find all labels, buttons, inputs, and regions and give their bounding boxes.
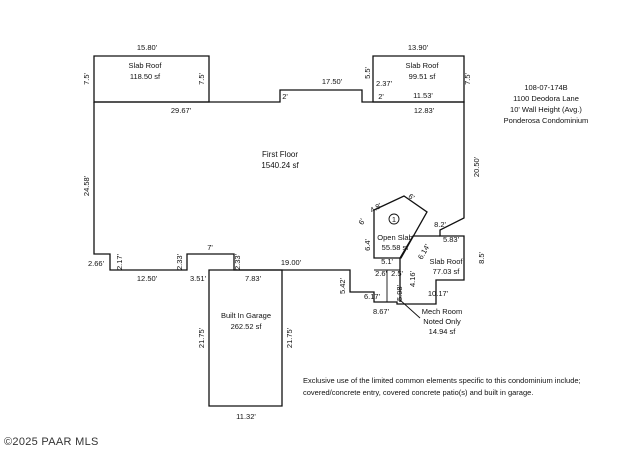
dim-label: 5.98' bbox=[395, 284, 404, 301]
dim-label: 7.83' bbox=[245, 274, 262, 283]
garage-outline bbox=[208, 269, 283, 407]
dim-label: 6' bbox=[357, 217, 368, 227]
wall-height: 10' Wall Height (Avg.) bbox=[510, 105, 582, 114]
dim-label: 2.37' bbox=[376, 79, 393, 88]
dim-label: 24.58' bbox=[82, 175, 91, 196]
dim-label: 21.75' bbox=[197, 327, 206, 348]
dim-label: 10.17' bbox=[428, 289, 449, 298]
dim-label: 2' bbox=[378, 92, 384, 101]
slab-roof-top-right-area: 99.51 sf bbox=[409, 72, 437, 81]
open-slab-area: 55.58 sf bbox=[382, 243, 410, 252]
dim-label: 2.33' bbox=[233, 253, 242, 270]
dim-label: 8.2' bbox=[434, 220, 446, 229]
property-address: 1100 Deodora Lane bbox=[513, 94, 579, 103]
dim-label: 5.5' bbox=[363, 67, 372, 79]
dim-label: 2' bbox=[282, 92, 288, 101]
dim-label: 6.4' bbox=[363, 239, 372, 251]
mech-room-note: Noted Only bbox=[423, 317, 461, 326]
condo-name: Ponderosa Condominium bbox=[503, 116, 589, 125]
dim-label: 15.80' bbox=[137, 43, 158, 52]
dim-label: 5.42' bbox=[338, 277, 347, 294]
slab-roof-left-name: Slab Roof bbox=[129, 61, 163, 70]
dim-label: 19.00' bbox=[281, 258, 302, 267]
mech-room-area: 14.94 sf bbox=[429, 327, 457, 336]
dim-label: 2.17' bbox=[115, 253, 124, 270]
first-floor-area: 1540.24 sf bbox=[261, 161, 299, 170]
dim-label: 13.90' bbox=[408, 43, 429, 52]
dim-label: 7.5' bbox=[82, 73, 91, 85]
common-elements-note: Exclusive use of the limited common elem… bbox=[303, 375, 633, 399]
dim-label: 5.83' bbox=[443, 235, 460, 244]
dim-label: 5.1' bbox=[381, 257, 393, 266]
dim-label: 6' bbox=[407, 192, 417, 203]
garage-name: Built In Garage bbox=[221, 311, 271, 320]
parcel-number: 108-07-174B bbox=[524, 83, 568, 92]
dim-label: 2.6' bbox=[375, 269, 387, 278]
slab-roof-top-right-name: Slab Roof bbox=[406, 61, 440, 70]
dim-label: 8.5' bbox=[477, 252, 486, 264]
info-marker-circle bbox=[388, 213, 400, 225]
dim-label: 12.83' bbox=[414, 106, 435, 115]
dim-label: 7.5' bbox=[197, 73, 206, 85]
open-slab-outline bbox=[373, 195, 428, 259]
dim-label: 4.8' bbox=[368, 201, 383, 215]
dim-label: 7' bbox=[207, 243, 213, 252]
dim-label: 4.16' bbox=[408, 270, 417, 287]
note-line-2: covered/concrete entry, covered concrete… bbox=[303, 388, 534, 397]
slab-roof-small-area: 77.03 sf bbox=[433, 267, 461, 276]
dim-label: 17.50' bbox=[322, 77, 343, 86]
open-slab-name: Open Slab bbox=[377, 233, 412, 242]
dim-label: 21.75' bbox=[285, 327, 294, 348]
dim-label: 2.5' bbox=[391, 269, 403, 278]
info-marker-symbol: 1 bbox=[392, 215, 396, 224]
property-info: 108-07-174B 1100 Deodora Lane 10' Wall H… bbox=[496, 82, 596, 126]
slab-roof-left-area: 118.50 sf bbox=[130, 72, 161, 81]
slab-roof-small-outline bbox=[399, 235, 440, 302]
dim-label: 20.50' bbox=[472, 156, 481, 177]
dim-label: 3.51' bbox=[190, 274, 207, 283]
garage-area: 262.52 sf bbox=[231, 322, 263, 331]
slab-roof-small-name: Slab Roof bbox=[430, 257, 464, 266]
dim-label: 11.53' bbox=[413, 91, 433, 100]
dim-label: 29.67' bbox=[171, 106, 192, 115]
copyright-watermark: ©2025 PAAR MLS bbox=[4, 436, 99, 448]
note-line-1: Exclusive use of the limited common elem… bbox=[303, 376, 581, 385]
first-floor-name: First Floor bbox=[262, 150, 298, 159]
dim-label: 6.17' bbox=[364, 292, 381, 301]
mech-room-pointer bbox=[399, 299, 421, 319]
mech-room-name: Mech Room bbox=[422, 307, 462, 316]
dim-label: 7.5' bbox=[463, 73, 472, 85]
dim-label: 12.50' bbox=[137, 274, 158, 283]
dim-label: 2.33' bbox=[175, 253, 184, 270]
dim-label: 2.66' bbox=[88, 259, 105, 268]
dim-label: 11.32' bbox=[236, 412, 256, 421]
dim-label: 8.67' bbox=[373, 307, 390, 316]
first-floor-outline bbox=[93, 89, 465, 305]
